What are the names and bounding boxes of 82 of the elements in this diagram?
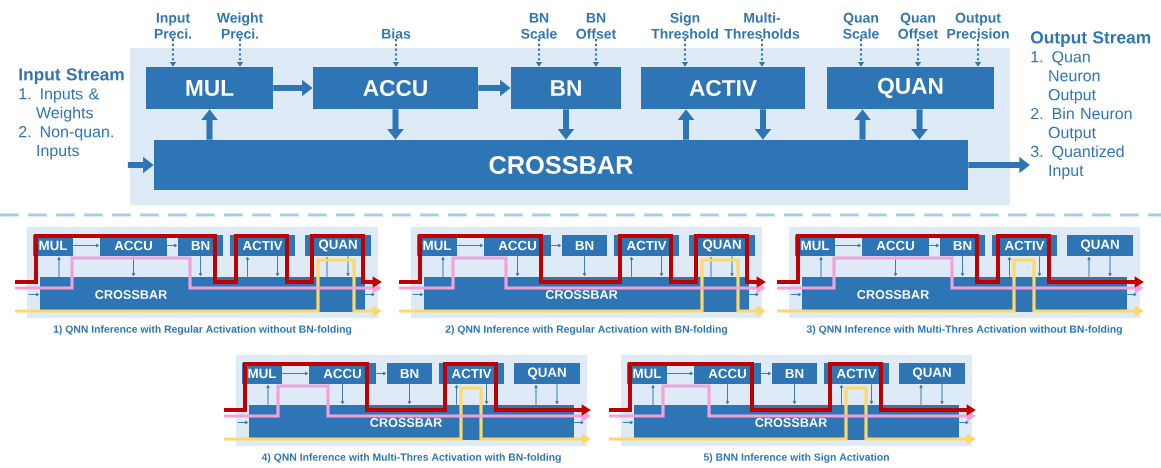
arrow: [792, 383, 797, 405]
arrow: [1126, 292, 1137, 297]
arrow: [582, 255, 587, 277]
arrow: [375, 371, 387, 376]
arrow: [515, 255, 520, 277]
arrow: [412, 292, 424, 297]
parameter-label: Quan Offset: [898, 12, 939, 39]
arrow: [555, 383, 559, 405]
process-box: MUL: [146, 67, 273, 109]
arrow: [730, 255, 734, 277]
arrow: [573, 420, 584, 425]
arrow: [166, 243, 178, 248]
parameter-label: Quan Scale: [843, 12, 879, 39]
crossbar-box: CROSSBAR: [154, 140, 968, 190]
arrow: [651, 384, 655, 406]
arrow: [1007, 256, 1012, 278]
arrow: [340, 383, 345, 405]
parameter-label: Output Precision: [947, 12, 1009, 39]
caption: 3) QNN Inference with Multi-Thres Activation without BN-folding: [806, 325, 1122, 335]
parameter-label: BN Scale: [521, 13, 557, 39]
arrow: [819, 256, 823, 278]
caption: 4) QNN Inference with Multi-Thres Activation with BN-folding: [261, 453, 561, 463]
arrow: [441, 256, 445, 278]
arrow: [834, 243, 862, 248]
arrow: [72, 243, 100, 248]
arrow: [709, 256, 713, 278]
arrow: [958, 420, 969, 425]
arrow: [919, 384, 923, 406]
arrow: [346, 255, 350, 277]
arrow: [839, 384, 844, 406]
arrow: [659, 255, 664, 277]
stream-label: Output Stream 1. Quan Neuron Output 2. Bin Neuron Output 3. Quantized Input: [1030, 31, 1151, 180]
arrow: [454, 384, 459, 406]
arrow: [725, 383, 730, 405]
arrow: [237, 420, 249, 425]
arrow: [790, 292, 802, 297]
arrow: [748, 292, 759, 297]
arrow: [1108, 255, 1112, 277]
arrow: [57, 256, 61, 278]
arrow: [245, 256, 250, 278]
arrow: [484, 383, 489, 405]
parameter-label: Weight Preci.: [216, 12, 264, 39]
process-box: ACTIV: [641, 67, 805, 109]
caption: 5) BNN Inference with Sign Activation: [703, 453, 889, 463]
parameter-label: Multi-Thresholds: [724, 12, 800, 39]
process-box: ACCU: [313, 67, 478, 109]
arrow: [534, 384, 538, 406]
arrow: [407, 383, 412, 405]
stream-label: Input Stream 1. Inputs & Weights 2. Non-quan. Inputs: [19, 68, 124, 160]
arrow: [325, 256, 329, 278]
arrow: [666, 371, 694, 376]
arrow: [869, 383, 874, 405]
arrow: [622, 420, 634, 425]
arrow: [940, 383, 944, 405]
caption: 1) QNN Inference with Regular Activation without BN-folding: [53, 325, 352, 335]
arrow: [281, 371, 309, 376]
arrow: [275, 255, 280, 277]
parameter-label: BN Offset: [576, 13, 617, 39]
process-box: BN: [562, 235, 607, 256]
process-box: QUAN: [514, 363, 580, 384]
parameter-label: Sign Threshold: [651, 12, 718, 39]
arrow: [550, 243, 562, 248]
process-box: BN: [387, 363, 432, 384]
process-box: QUAN: [899, 363, 965, 384]
arrow: [960, 255, 965, 277]
arrow: [1087, 256, 1091, 278]
arrow: [760, 371, 772, 376]
process-box: BN: [511, 67, 621, 109]
arrow: [928, 243, 940, 248]
process-box: QUAN: [1067, 235, 1133, 256]
arrow: [266, 384, 270, 406]
parameter-label: Input Preci.: [154, 13, 192, 39]
arrow: [198, 255, 203, 277]
arrow: [1037, 255, 1042, 277]
process-box: BN: [772, 363, 817, 384]
arrow: [28, 292, 40, 297]
arrow: [629, 256, 634, 278]
parameter-label: Bias: [382, 28, 411, 39]
process-box: QUAN: [827, 67, 994, 109]
caption: 2) QNN Inference with Regular Activation with BN-folding: [445, 325, 728, 335]
arrow: [364, 292, 375, 297]
arrow: [456, 243, 484, 248]
